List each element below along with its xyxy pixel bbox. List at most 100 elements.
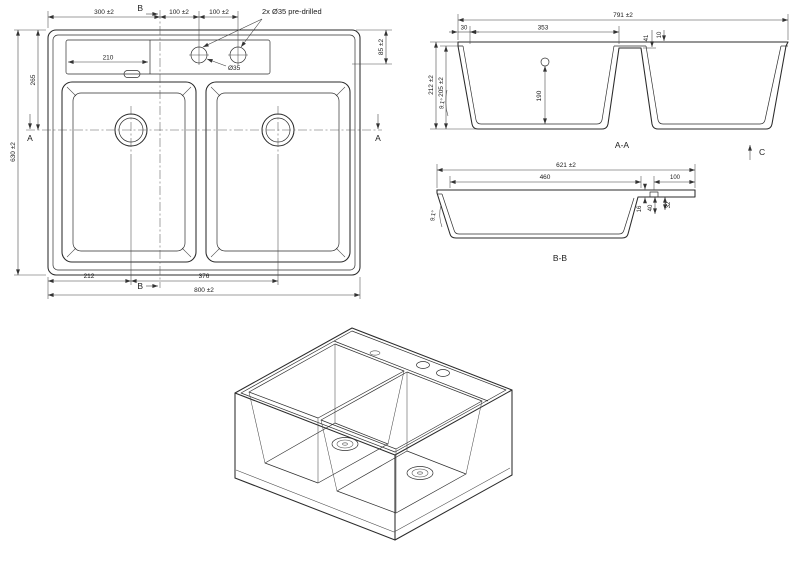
aa-dim-212: 212 ±2 bbox=[428, 75, 435, 95]
plan-dim-210: 210 bbox=[103, 55, 114, 62]
bb-dim-16: 16 bbox=[637, 205, 643, 212]
iso-tap-hole-1 bbox=[416, 361, 430, 369]
view-c-label: C bbox=[759, 147, 765, 157]
iso-bottom-front-left bbox=[234, 477, 396, 541]
tap-deck-panel bbox=[65, 39, 271, 75]
aa-dim-190: 190 bbox=[536, 90, 543, 101]
bowl-corner-bevel bbox=[181, 247, 192, 258]
aa-outer-contour bbox=[457, 41, 789, 130]
iso-overflow-slot bbox=[369, 350, 381, 356]
iso-left-drain-inner bbox=[336, 439, 354, 449]
left-bowl bbox=[61, 81, 197, 263]
iso-bowl-edge bbox=[320, 419, 338, 492]
bb-dim-621: 621 ±2 bbox=[556, 162, 576, 169]
section-aa-view: 791 ±2 30 353 212 ±2 205 ±2 190 41 10 bbox=[428, 12, 789, 160]
plan-note-predrilled: 2x Ø35 pre-drilled bbox=[262, 7, 322, 16]
plan-section-lines: A A B B bbox=[26, 3, 382, 291]
bb-predrill-notch bbox=[649, 191, 659, 197]
plan-dia-35: Ø35 bbox=[228, 65, 241, 72]
section-aa-dimensions: 791 ±2 30 353 212 ±2 205 ±2 190 41 10 bbox=[428, 12, 789, 130]
bowl-corner-bevel bbox=[210, 247, 221, 258]
iso-body bbox=[234, 389, 513, 541]
bowl-corner-bevel bbox=[66, 86, 77, 97]
sink-outer-edge bbox=[47, 29, 361, 276]
bb-outer-contour bbox=[436, 189, 696, 239]
aa-angle: 9.1° bbox=[439, 97, 447, 109]
iso-left-drain-center bbox=[342, 442, 348, 446]
aa-dim-353: 353 bbox=[538, 25, 549, 32]
section-bb-geometry bbox=[436, 189, 696, 239]
view-c-indicator: C bbox=[748, 145, 765, 160]
bowl-corner-bevel bbox=[335, 86, 346, 97]
bb-dim-32: 32 bbox=[666, 201, 672, 208]
iso-right-drain-outer bbox=[406, 466, 434, 480]
iso-bowl-edge bbox=[465, 400, 483, 475]
bowl-corner-bevel bbox=[210, 86, 221, 97]
plan-dim-800: 800 ±2 bbox=[194, 287, 214, 294]
overflow-slot bbox=[123, 70, 141, 78]
bb-dim-460: 460 bbox=[540, 174, 551, 181]
section-aa-geometry bbox=[457, 41, 789, 130]
iso-deck-edge bbox=[333, 340, 489, 402]
bb-dim-100: 100 bbox=[670, 175, 681, 181]
aa-overflow-hole bbox=[540, 57, 550, 67]
plan-dimensions: 300 ±2 100 ±2 100 ±2 2x Ø35 pre-drilled … bbox=[10, 7, 392, 299]
aa-left-bowl-inner bbox=[462, 45, 615, 125]
iso-bowl-edge bbox=[248, 391, 266, 464]
bowl-corner-bevel bbox=[335, 247, 346, 258]
section-bb-title: B-B bbox=[553, 253, 568, 263]
iso-right-bowl-bottom bbox=[336, 450, 467, 514]
aa-dim-41: 41 bbox=[644, 34, 650, 41]
iso-left-bowl bbox=[248, 343, 405, 484]
bb-angle: 9.1° bbox=[430, 209, 438, 221]
plan-sink-outline bbox=[47, 29, 361, 276]
left-bowl-bottom bbox=[72, 92, 186, 252]
section-label-b-bottom: B bbox=[137, 281, 143, 291]
leader-predrilled-1 bbox=[240, 18, 263, 48]
section-bb-dimensions: 621 ±2 460 100 16 40 32 9.1° bbox=[430, 162, 696, 228]
isometric-view bbox=[234, 327, 513, 541]
iso-right-bowl bbox=[320, 371, 483, 514]
section-label-a-left: A bbox=[27, 133, 33, 143]
iso-left-drain-outer bbox=[331, 437, 359, 451]
tap-holes bbox=[189, 45, 248, 65]
bowl-corner-bevel bbox=[181, 86, 192, 97]
aa-draft-angle-arc bbox=[445, 89, 449, 117]
aa-dim-30: 30 bbox=[461, 26, 468, 32]
section-bb-view: 621 ±2 460 100 16 40 32 9.1° B-B bbox=[430, 162, 696, 263]
left-bowl-opening bbox=[61, 81, 197, 263]
iso-top-face bbox=[234, 327, 513, 456]
iso-deck-features bbox=[369, 350, 450, 377]
iso-tap-hole-2 bbox=[436, 369, 450, 377]
plan-dim-100-first: 100 ±2 bbox=[169, 9, 189, 16]
section-aa-title: A-A bbox=[615, 140, 630, 150]
iso-inner-rim bbox=[240, 330, 507, 453]
aa-dim-205: 205 ±2 bbox=[438, 77, 445, 97]
bb-bowl-inner bbox=[441, 193, 635, 235]
plan-dim-630: 630 ±2 bbox=[10, 142, 17, 162]
iso-right-drain-center bbox=[417, 471, 423, 475]
plan-dim-265: 265 bbox=[30, 74, 37, 85]
iso-right-drain-inner bbox=[411, 468, 429, 478]
iso-bottom-front-right bbox=[394, 474, 513, 541]
iso-base-seam-right bbox=[393, 467, 511, 533]
iso-base-seam-left bbox=[235, 469, 395, 533]
aa-right-bowl-inner bbox=[645, 45, 782, 125]
plan-dim-376: 376 bbox=[199, 273, 210, 280]
iso-bowl-edge bbox=[387, 370, 405, 445]
section-label-b-top: B bbox=[137, 3, 143, 13]
plan-dim-300: 300 ±2 bbox=[94, 9, 114, 16]
plan-view: A A B B bbox=[10, 3, 392, 299]
leader-dia35 bbox=[206, 58, 227, 67]
bowl-corner-bevel bbox=[66, 247, 77, 258]
plan-dim-100-second: 100 ±2 bbox=[209, 9, 229, 16]
aa-dim-791: 791 ±2 bbox=[613, 12, 633, 19]
bb-draft-angle-arc bbox=[439, 204, 443, 228]
plan-dim-212: 212 bbox=[84, 273, 95, 280]
iso-left-bowl-bottom bbox=[264, 422, 389, 484]
aa-dim-10: 10 bbox=[657, 31, 663, 38]
sink-inner-rim bbox=[52, 34, 356, 271]
leader-predrilled-2 bbox=[202, 18, 263, 48]
